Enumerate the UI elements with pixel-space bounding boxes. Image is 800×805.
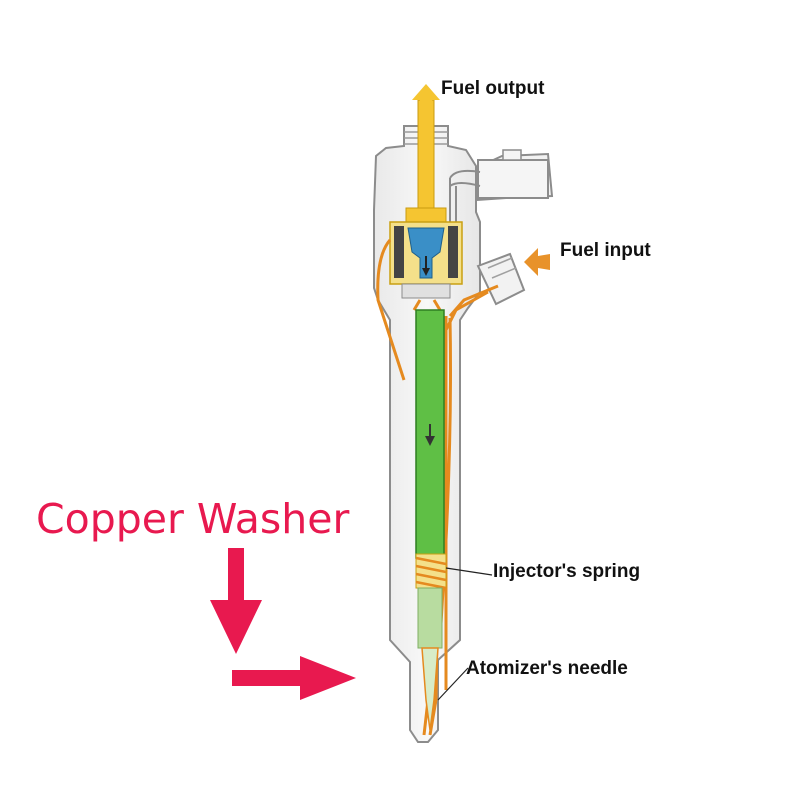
leader-lines [437,567,493,701]
fuel-input-arrow [524,248,550,276]
electrical-connector [449,149,554,240]
injector-spring-label: Injector's spring [493,561,641,582]
atomizer-needle [417,587,443,731]
fuel-output-label: Fuel output [441,78,545,99]
copper-washer-label: Copper Washer [36,495,350,543]
control-piston [415,309,445,559]
injector-spring [415,553,447,590]
copper-washer-arrows [210,548,356,700]
fuel-output-arrow [412,84,440,112]
fuel-input-label: Fuel input [560,240,651,261]
fuel-inlet-fitting [476,252,526,306]
right-arrow [232,656,356,700]
down-arrow [210,548,262,654]
solenoid-valve [389,221,463,299]
atomizer-needle-label: Atomizer's needle [466,658,628,679]
